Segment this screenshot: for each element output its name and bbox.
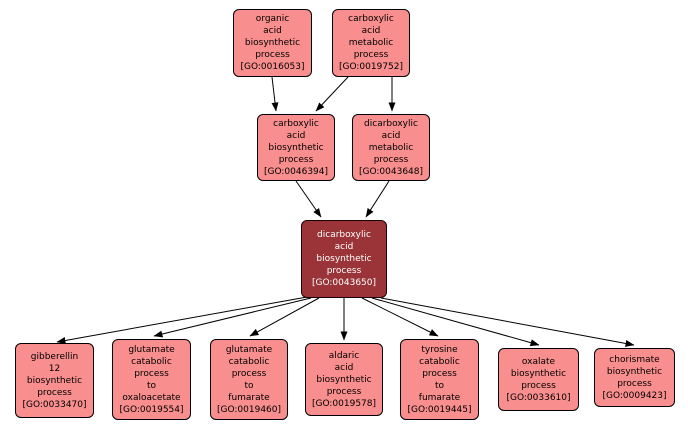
node-label-line: process <box>326 266 362 276</box>
edge-go0043650-to-go0033610 <box>371 297 540 347</box>
node-label-line: to <box>244 380 254 391</box>
node-label-line: oxalate <box>521 356 556 367</box>
edge-go0043650-to-go0019445 <box>361 297 439 337</box>
node-label-line: process <box>353 50 389 60</box>
node-label-line: acid <box>286 130 306 141</box>
node-label-line: catabolic <box>228 356 270 367</box>
node-label-line: gibberellin <box>30 351 79 362</box>
node-label-line: metabolic <box>348 38 394 48</box>
node-label-line: process <box>521 380 556 391</box>
node-label-line: biosynthetic <box>268 142 324 153</box>
node-label-line: [GO:0046394] <box>263 166 329 177</box>
node-label-line: fumarate <box>228 392 270 403</box>
node-label-line: process <box>255 50 290 60</box>
node-label-line: [GO:0016053] <box>240 62 305 72</box>
node-label-line: tyrosine <box>421 344 458 355</box>
node-go-0016053[interactable]: organic acid biosynthetic process [GO:001605… <box>233 9 312 77</box>
edge-go0043650-to-go0009423 <box>380 297 635 347</box>
node-go-0019752[interactable]: carboxylic acid metabolic process [GO:001975… <box>332 9 410 77</box>
node-label-line: process <box>278 154 314 165</box>
node-label-line: process <box>37 387 72 398</box>
node-label-line: process <box>326 386 362 397</box>
node-label-line: biosynthetic <box>316 374 372 385</box>
node-label-line: acid <box>334 362 354 373</box>
node-label-line: biosynthetic <box>244 38 301 48</box>
edge-go0019752-to-go0046394 <box>315 76 349 112</box>
node-label-line: acid <box>334 242 354 252</box>
node-label-line: biosynthetic <box>606 366 663 377</box>
node-label-line: fumarate <box>418 392 461 403</box>
node-label-line: [GO:0043650] <box>311 278 377 288</box>
node-label-line: glutamate <box>128 344 175 355</box>
node-label-line: to <box>146 380 157 391</box>
node-label-line: chorismate <box>609 354 660 365</box>
node-label-line: oxaloacetate <box>122 392 181 403</box>
edge-go0043650-to-go0019554 <box>153 297 312 338</box>
node-label-line: acid <box>381 130 401 141</box>
node-label-line: organic <box>255 14 290 24</box>
node-label-line: catabolic <box>131 356 172 367</box>
node-label-line: dicarboxylic <box>364 118 418 129</box>
edge-go0016053-to-go0046394 <box>271 76 279 112</box>
node-label-line: 12 <box>48 363 61 374</box>
node-label-line: metabolic <box>368 142 414 153</box>
node-label-line: dicarboxylic <box>317 230 371 240</box>
node-label-line: [GO:0033470] <box>22 399 87 410</box>
node-label-line: [GO:0019554] <box>119 404 184 415</box>
node-label-line: aldaric <box>328 350 360 361</box>
node-label-line: [GO:0033610] <box>506 392 571 403</box>
node-label-line: process <box>231 368 267 379</box>
node-label-line: acid <box>263 26 282 36</box>
node-label-line: [GO:0019752] <box>338 62 404 72</box>
node-label-line: glutamate <box>225 344 273 355</box>
node-label-line: biosynthetic <box>26 375 83 386</box>
node-label-line: acid <box>361 26 381 36</box>
node-label-line: biosynthetic <box>510 368 567 379</box>
node-label-line: process <box>617 378 652 389</box>
node-label-line: carboxylic <box>348 14 394 24</box>
node-label-line: carboxylic <box>273 118 319 129</box>
node-label-line: [GO:0009423] <box>602 390 667 401</box>
edge-go0043650-to-go0019460 <box>249 297 320 337</box>
node-label-line: biosynthetic <box>316 254 372 264</box>
node-label-line: process <box>422 368 457 379</box>
node-label-line: catabolic <box>419 356 460 367</box>
edge-go0046394-to-go0043650 <box>295 180 322 218</box>
node-label-line: [GO:0019578] <box>311 398 377 409</box>
edge-go0043648-to-go0043650 <box>365 180 390 218</box>
node-label-line: process <box>134 368 169 379</box>
node-label-line: to <box>434 380 445 391</box>
edge-go0043650-to-go0033470 <box>56 296 308 344</box>
node-label-line: [GO:0043648] <box>358 166 424 177</box>
node-label-line: [GO:0019445] <box>407 404 472 415</box>
node-go-0043650-selected[interactable]: dicarboxylic acid biosynthetic process [GO:0… <box>301 220 387 298</box>
node-label-line: process <box>373 154 409 165</box>
node-label-line: [GO:0019460] <box>216 404 282 415</box>
